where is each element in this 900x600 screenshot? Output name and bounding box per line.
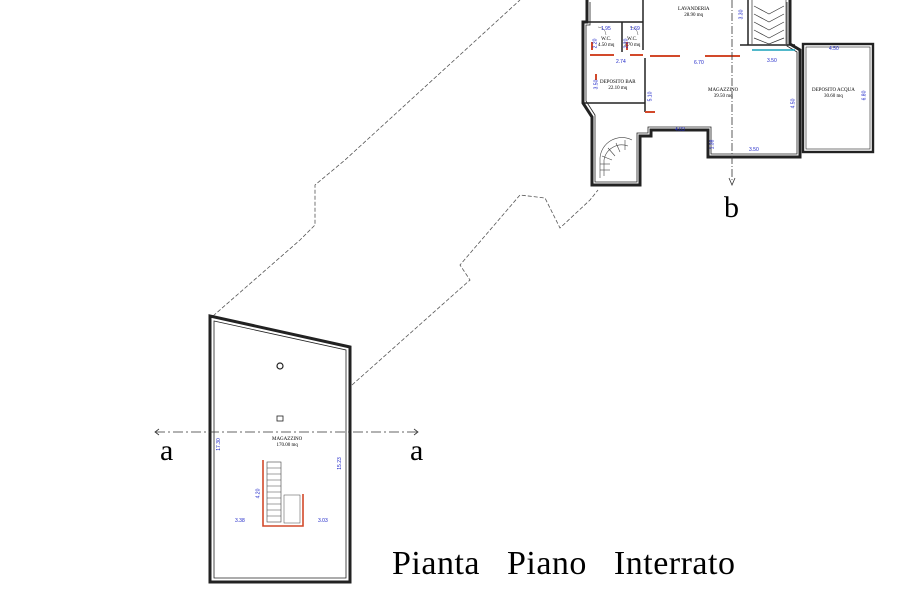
room-label-magazzino-lower: MAGAZZINO 170.00 mq (272, 437, 302, 450)
room-area: 4.50 mq (598, 43, 615, 49)
drawing-title: Pianta Piano Interrato (392, 545, 736, 582)
room-name: DEPOSITO BAR (600, 80, 636, 85)
dimension-label: 5.10 (647, 91, 654, 102)
spiral-stair (599, 137, 633, 178)
dimension-label: 6.70 (694, 60, 704, 66)
section-arrow-b (728, 177, 736, 187)
room-name: W.C. (601, 37, 612, 42)
room-label-lavanderia: LAVANDERIA 28.90 mq (678, 7, 709, 20)
dimension-label: 3.30 (738, 9, 745, 20)
interior-walls (583, 0, 795, 112)
room-name: DEPOSITO ACQUA (812, 88, 855, 93)
door-swings (597, 26, 639, 36)
room-label-wc-2: W.C. 3.70 mq (624, 37, 640, 50)
dimension-label: 15.23 (336, 457, 343, 470)
dimension-label: 3.38 (235, 518, 245, 524)
section-mark-a-left: a (160, 434, 174, 467)
room-label-deposito-bar: DEPOSITO BAR 22.10 mq (600, 80, 636, 93)
room-name: MAGAZZINO (708, 88, 739, 93)
dimension-label: 1.95 (601, 26, 611, 32)
dimension-label: 3.50 (767, 58, 777, 64)
room-name: W.C. (627, 37, 638, 42)
ramp (751, 0, 787, 45)
room-area: 170.00 mq (276, 443, 298, 449)
room-area: 39.50 mq (713, 94, 733, 100)
room-name: LAVANDERIA (678, 7, 710, 12)
water-tank-outer (801, 42, 875, 154)
lower-building (208, 314, 352, 584)
dimension-label: 3.03 (318, 518, 328, 524)
room-area: 22.10 mq (608, 86, 628, 92)
dimension-label: 1.69 (630, 26, 640, 32)
upper-building (581, 0, 875, 187)
room-area: 30.60 mq (823, 94, 843, 100)
room-area: 28.90 mq (684, 13, 704, 19)
dimension-label: 4.50 (790, 98, 797, 109)
section-arrow-a-right (413, 428, 419, 436)
site-outline (212, 0, 599, 386)
section-mark-a-right: a (410, 434, 424, 467)
shaft (276, 415, 284, 422)
dimension-label: 3.50 (749, 147, 759, 153)
dimension-label: 6.80 (861, 90, 868, 101)
dimension-label: 4.03 (675, 127, 685, 133)
water-tank-inner (805, 46, 871, 150)
dimension-label: 2.74 (616, 59, 626, 65)
dimension-label: 4.20 (255, 488, 262, 499)
dimension-label: 4.50 (829, 46, 839, 52)
dimension-label: 2.20 (623, 38, 630, 49)
room-label-magazzino-upper: MAGAZZINO 39.50 mq (708, 88, 738, 101)
partition-marks (590, 42, 740, 113)
dimension-label: 17.30 (215, 438, 222, 451)
room-area: 3.70 mq (624, 43, 641, 49)
floor-drain (276, 362, 284, 370)
section-arrow-a-left (154, 428, 160, 436)
section-mark-b: b (724, 191, 739, 224)
dimension-label: 3.50 (593, 79, 600, 90)
room-label-wc-1: W.C. 4.50 mq (598, 37, 614, 50)
dimension-label: 1.38 (709, 139, 716, 150)
dimension-label: 2.20 (592, 38, 599, 49)
straight-stair (262, 460, 304, 527)
room-name: MAGAZZINO (272, 437, 303, 442)
room-label-deposito-acqua: DEPOSITO ACQUA 30.60 mq (812, 88, 855, 101)
